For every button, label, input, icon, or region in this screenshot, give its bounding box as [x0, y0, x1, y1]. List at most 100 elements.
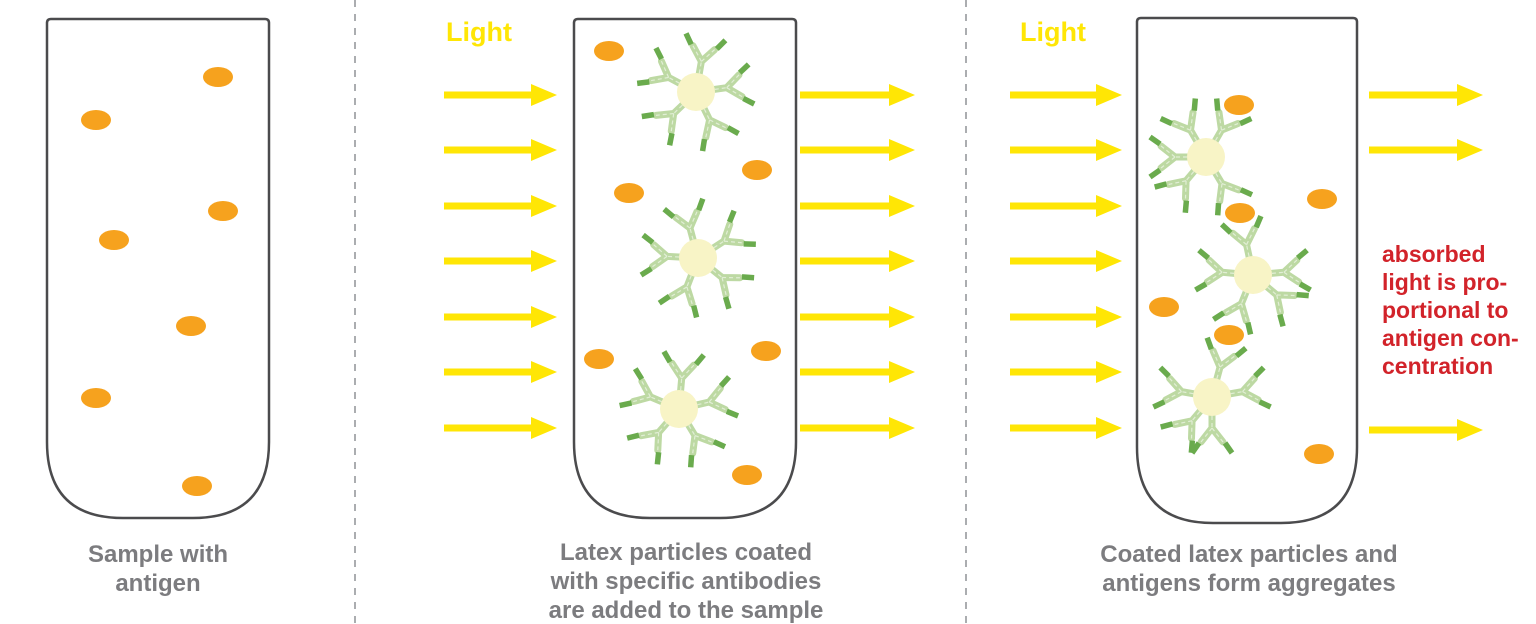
annotation-line: light is pro- — [1382, 269, 1508, 295]
antibody-tip — [718, 375, 740, 419]
antibody-tip — [1159, 98, 1199, 127]
caption-line: are added to the sample — [548, 597, 824, 624]
antigen-dot — [1224, 95, 1254, 115]
antibody-arm — [657, 265, 700, 319]
antibody-tip — [687, 439, 727, 468]
antibody-tip — [1213, 98, 1253, 127]
light-arrow — [1010, 84, 1122, 106]
latex-bead — [679, 239, 717, 277]
annotation-line: antigen con- — [1382, 325, 1519, 351]
antibody-arm — [1159, 402, 1208, 453]
light-label-right: Light — [1020, 17, 1086, 47]
light-arrow — [444, 84, 557, 106]
light-arrow — [444, 361, 557, 383]
latex-particle — [639, 197, 756, 319]
antibody-arm — [1153, 162, 1202, 213]
antigen-dot — [81, 388, 111, 408]
light-arrow — [800, 306, 915, 328]
antibody-tip — [619, 367, 645, 409]
antigen-dot — [594, 41, 624, 61]
light-arrow — [1010, 361, 1122, 383]
antibody-arm — [661, 350, 706, 401]
antibody-tip — [722, 274, 755, 310]
light-arrow — [444, 195, 557, 217]
latex-particle — [1194, 214, 1312, 336]
light-label-middle: Light — [446, 17, 512, 47]
antibody-tip — [726, 209, 756, 248]
light-arrow — [444, 306, 557, 328]
light-arrow — [1369, 84, 1483, 106]
antibody-tip — [1204, 336, 1248, 359]
antibody-tip — [1152, 365, 1171, 410]
caption-line: antigens form aggregates — [1102, 570, 1396, 597]
latex-particle — [619, 350, 740, 468]
antibody-arm — [626, 414, 675, 465]
antibody-tip — [683, 32, 728, 51]
light-arrow — [800, 250, 915, 272]
antigen-dot — [182, 476, 212, 496]
latex-bead — [660, 390, 698, 428]
antigen-dot — [176, 316, 206, 336]
light-arrow — [800, 84, 915, 106]
antigen-dot — [1214, 325, 1244, 345]
test-tube — [45, 17, 271, 520]
caption-line: Latex particles coated — [559, 539, 813, 566]
antibody-arm — [619, 367, 672, 409]
antigen-dot — [584, 349, 614, 369]
antibody-tip — [639, 232, 655, 278]
light-arrow — [1369, 419, 1483, 441]
latex-bead — [677, 73, 715, 111]
antibody-arm — [1258, 279, 1309, 328]
antigen-dot — [751, 341, 781, 361]
antibody-arm — [687, 375, 740, 419]
caption-sample-with-antigen: Sample with antigen — [88, 540, 228, 598]
caption-line: Coated latex particles and — [1100, 541, 1398, 568]
light-arrow — [1010, 195, 1122, 217]
antigen-dot — [614, 183, 644, 203]
antibody-tip — [1159, 421, 1196, 453]
antibody-tip — [1214, 187, 1254, 216]
antibody-tip — [1153, 181, 1190, 213]
antibody-arm — [636, 46, 689, 90]
light-arrow — [1010, 139, 1122, 161]
latex-particle — [1152, 336, 1272, 455]
light-arrow — [1369, 139, 1483, 161]
antibody-tip — [626, 432, 662, 465]
antibody-tip — [1295, 248, 1312, 293]
antigen-dot — [81, 110, 111, 130]
antibody-tip — [1219, 214, 1264, 235]
caption-line: with specific antibodies — [550, 568, 822, 595]
latex-bead — [1234, 256, 1272, 294]
latex-bead — [1187, 138, 1225, 176]
antigen-dot — [208, 201, 238, 221]
latex-particle — [1148, 98, 1254, 216]
antigen-dot — [1304, 444, 1334, 464]
antigen-dot — [1225, 203, 1255, 223]
light-arrow — [1010, 250, 1122, 272]
antibody-tip — [1277, 291, 1309, 328]
antibody-tip — [636, 46, 664, 87]
antigen-dot — [1149, 297, 1179, 317]
latex-particle — [636, 32, 756, 152]
antibody-tip — [657, 294, 700, 319]
light-arrow — [1010, 306, 1122, 328]
antibody-tip — [662, 197, 706, 220]
annotation-line: centration — [1382, 353, 1494, 379]
antibody-tip — [661, 350, 706, 367]
antigen-dot — [1307, 189, 1337, 209]
absorbed-light-annotation: absorbed light is pro- portional to anti… — [1382, 240, 1519, 380]
annotation-line: absorbed — [1382, 241, 1486, 267]
antigen-dot — [742, 160, 772, 180]
antibody-tip — [1194, 248, 1211, 293]
antibody-arm — [703, 262, 755, 310]
antigen-dot — [99, 230, 129, 250]
light-arrow — [800, 417, 915, 439]
antibody-arm — [683, 32, 728, 84]
antibody-tip — [1211, 310, 1254, 336]
antibody-arm — [1204, 336, 1248, 389]
antibody-arm — [639, 232, 690, 278]
light-arrow — [444, 417, 557, 439]
antigen-dot — [732, 465, 762, 485]
